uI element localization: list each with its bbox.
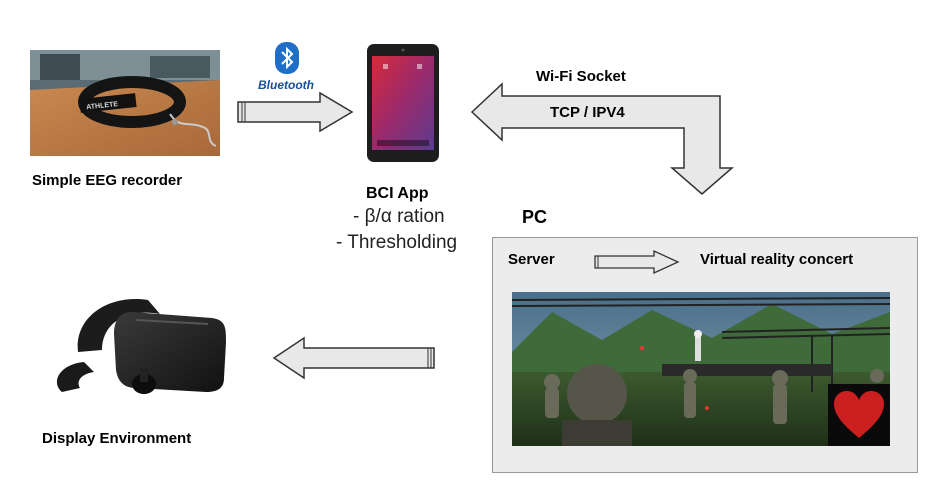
wifi-label-line1: Wi-Fi Socket xyxy=(536,68,626,85)
vr-concert-screenshot xyxy=(511,292,891,446)
tablet-icon xyxy=(367,44,439,162)
headband-text: ATHLETE xyxy=(86,101,119,111)
wifi-label-line2: TCP / IPV4 xyxy=(550,104,625,121)
arrow-eeg-to-app xyxy=(237,91,354,133)
arrow-server-to-vr xyxy=(594,249,680,275)
bci-title: BCI App xyxy=(366,185,429,202)
bci-item-thresholding: - Thresholding xyxy=(336,232,458,253)
display-environment-label: Display Environment xyxy=(42,430,192,447)
bluetooth-icon xyxy=(275,42,299,74)
server-label: Server xyxy=(508,251,555,268)
vr-concert-label: Virtual reality concert xyxy=(700,251,854,268)
bluetooth-label: Bluetooth xyxy=(258,78,314,92)
bci-item-ratio: - β/α ration xyxy=(353,206,445,227)
eeg-recorder-photo: ATHLETE xyxy=(30,50,220,156)
arrow-wifi-socket xyxy=(470,82,735,195)
vr-headset-icon xyxy=(40,292,240,404)
heart-icon xyxy=(834,391,884,438)
arrow-pc-to-display xyxy=(272,336,435,380)
eeg-recorder-label: Simple EEG recorder xyxy=(32,172,183,189)
pc-title: PC xyxy=(522,207,548,227)
